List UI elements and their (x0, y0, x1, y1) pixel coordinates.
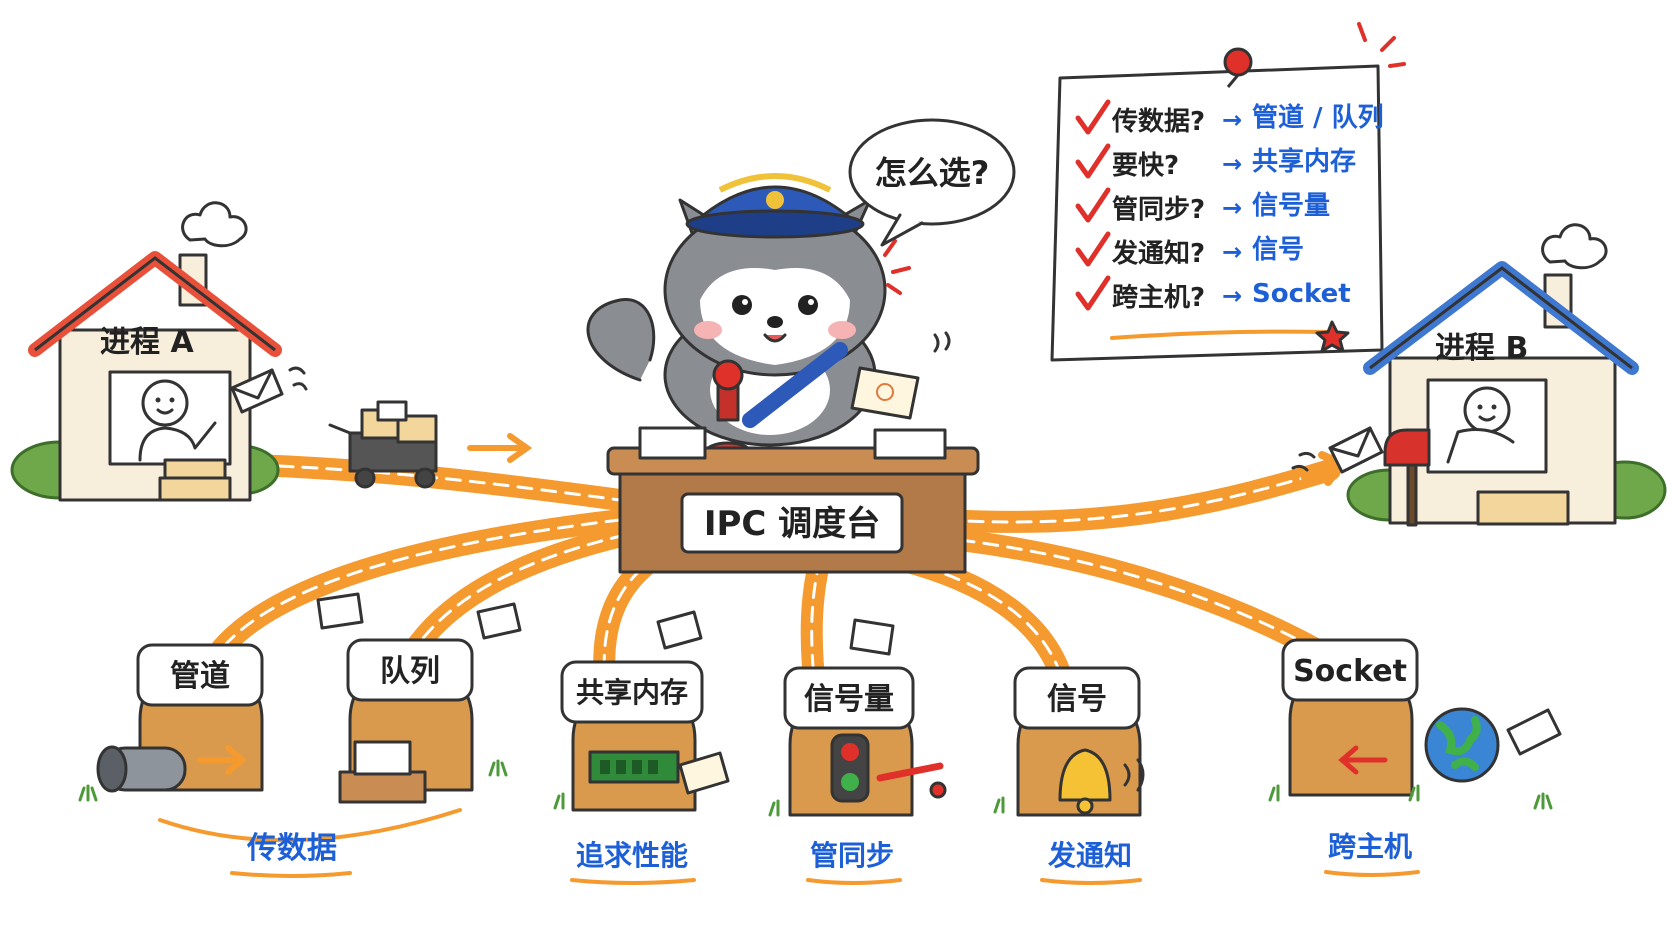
station-signal-sign: 信号 (1047, 682, 1107, 717)
check-icon (1075, 99, 1111, 135)
note-answer: Socket (1252, 279, 1351, 309)
note-answer: 管道 / 队列 (1252, 102, 1384, 133)
check-icon (1075, 275, 1111, 311)
caption-sync: 管同步 (810, 839, 894, 872)
check-icon (1075, 231, 1111, 267)
ipc-desk: IPC 调度台 (606, 426, 980, 574)
note-question: 跨主机? (1112, 283, 1205, 313)
house-a: 进程 A (10, 201, 308, 502)
grass (78, 759, 1553, 817)
note-answer: 共享内存 (1252, 146, 1356, 177)
station-socket-sign: Socket (1293, 654, 1407, 689)
arrow-icon: → (1222, 238, 1242, 266)
bell-icon (1058, 748, 1112, 802)
caption-notify: 发通知 (1047, 839, 1132, 872)
mail-cart (328, 400, 438, 489)
note-answer: 信号 (1252, 235, 1304, 265)
envelope-a (230, 368, 284, 414)
note-question: 管同步? (1112, 194, 1205, 225)
station-socket: Socket (1281, 638, 1562, 797)
captions: 传数据 追求性能 管同步 发通知 跨主机 (158, 808, 1420, 885)
smoke-a (181, 201, 248, 248)
envelope-b (1328, 426, 1384, 474)
house-a-label: 进程 A (100, 325, 194, 360)
arrow-to-desk (467, 433, 533, 463)
desk-sign: IPC 调度台 (704, 504, 880, 544)
station-shm-sign: 共享内存 (576, 676, 688, 709)
station-pipe-sign: 管道 (170, 659, 230, 694)
caption-data: 传数据 (246, 831, 337, 866)
station-shm: 共享内存 (560, 660, 730, 812)
note-question: 发通知? (1111, 238, 1205, 269)
floating-envelopes (316, 592, 895, 656)
arrow-icon: → (1222, 150, 1242, 178)
arrow-icon: → (1222, 194, 1242, 222)
caption-performance: 追求性能 (576, 839, 688, 872)
station-sem-sign: 信号量 (804, 682, 894, 717)
husky-mascot (586, 173, 951, 463)
house-b-label: 进程 B (1435, 331, 1528, 366)
note-answer: 信号量 (1252, 191, 1330, 221)
station-queue: 队列 (338, 638, 474, 804)
station-pipe: 管道 (96, 643, 264, 793)
stations: 管道 队列 共享内存 (96, 638, 1562, 817)
speech-bubble: 怎么选? (848, 118, 1016, 247)
star-icon (1315, 320, 1350, 353)
smoke-b (1541, 223, 1608, 270)
note-question: 传数据? (1111, 107, 1205, 137)
caption-cross-host: 跨主机 (1328, 830, 1412, 863)
station-signal: 信号 (1013, 666, 1145, 817)
station-sem: 信号量 (783, 666, 947, 817)
house-b: 进程 B (1291, 223, 1667, 527)
arrow-icon: → (1222, 282, 1242, 310)
station-queue-sign: 队列 (380, 654, 440, 689)
arrow-icon: → (1222, 106, 1242, 134)
note-question: 要快? (1112, 151, 1179, 181)
check-icon (1075, 187, 1111, 223)
check-icon (1075, 143, 1111, 179)
speech-text: 怎么选? (875, 154, 990, 192)
globe-icon (1424, 707, 1500, 783)
